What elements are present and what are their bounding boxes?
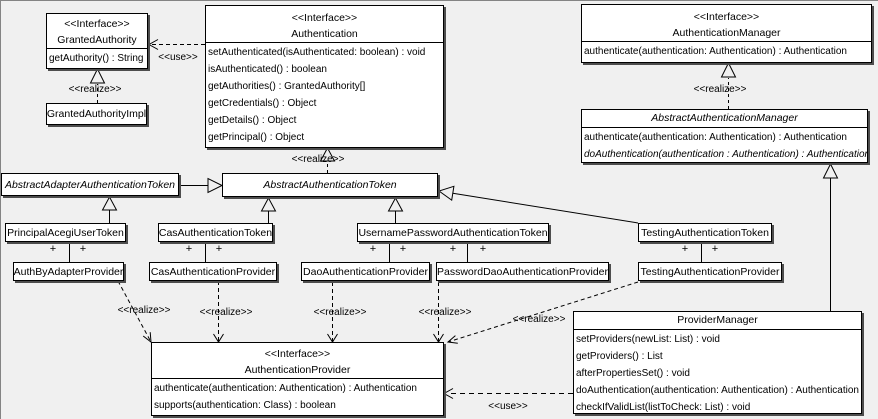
use-connector-providermanager — [442, 388, 573, 399]
class-password-dao-authentication-provider[interactable]: PasswordDaoAuthenticationProvider — [436, 262, 609, 281]
class-authentication[interactable]: <<Interface>> Authentication setAuthenti… — [205, 5, 444, 148]
generalization-principalacegi — [101, 195, 118, 223]
class-name: GrantedAuthorityImpl — [46, 108, 147, 120]
realize-label: <<realize>> — [418, 307, 472, 318]
generalization-castoken — [260, 196, 277, 223]
multiplicity-label: + — [49, 243, 57, 255]
generalization-providermanager — [822, 162, 839, 311]
method: getDetails() : Object — [208, 115, 297, 126]
class-name: Authentication — [291, 28, 358, 40]
multiplicity-label: + — [369, 243, 377, 255]
class-name: TestingAuthenticationToken — [641, 226, 769, 239]
class-name: UsernamePasswordAuthenticationToken — [358, 226, 548, 239]
class-authentication-manager[interactable]: <<Interface>> AuthenticationManager auth… — [581, 4, 872, 63]
method: checkIfValidList(listToCheck: List) : vo… — [576, 402, 751, 413]
class-abstract-authentication-token[interactable]: AbstractAuthenticationToken — [222, 173, 438, 197]
class-username-password-authentication-token[interactable]: UsernamePasswordAuthenticationToken — [357, 223, 549, 242]
multiplicity-label: + — [479, 243, 487, 255]
class-abstract-authentication-manager[interactable]: AbstractAuthenticationManager authentica… — [581, 109, 868, 163]
class-name: AbstractAuthenticationManager — [651, 112, 798, 124]
class-name: AuthByAdapterProvider — [13, 265, 124, 278]
class-granted-authority-impl[interactable]: GrantedAuthorityImpl — [46, 103, 147, 125]
class-authentication-provider[interactable]: <<Interface>> AuthenticationProvider aut… — [151, 342, 444, 416]
class-name: DaoAuthenticationProvider — [303, 265, 428, 278]
method: authenticate(authentication: Authenticat… — [584, 132, 847, 143]
method: getProviders() : List — [576, 351, 663, 362]
stereotype-label: <<Interface>> — [693, 11, 760, 23]
method: getAuthorities() : GrantedAuthority[] — [208, 81, 366, 92]
use-label: <<use>> — [158, 52, 198, 63]
multiplicity-label: + — [711, 243, 719, 255]
class-abstract-adapter-authentication-token[interactable]: AbstractAdapterAuthenticationToken — [1, 173, 179, 196]
realize-label: <<realize>> — [117, 305, 171, 316]
class-testing-authentication-token[interactable]: TestingAuthenticationToken — [638, 223, 772, 242]
class-name: ProviderManager — [677, 314, 758, 326]
multiplicity-label: + — [185, 243, 193, 255]
stereotype-label: <<Interface>> — [264, 348, 331, 360]
class-name: AuthenticationManager — [672, 27, 781, 39]
use-label: <<use>> — [488, 401, 528, 412]
class-name: PasswordDaoAuthenticationProvider — [437, 265, 609, 278]
method: getCredentials() : Object — [208, 98, 317, 109]
association-lines — [69, 242, 702, 262]
realize-label: <<realize>> — [291, 154, 345, 165]
class-name: TestingAuthenticationProvider — [640, 265, 780, 278]
class-dao-authentication-provider[interactable]: DaoAuthenticationProvider — [301, 262, 430, 281]
method: setProviders(newList: List) : void — [576, 334, 720, 345]
class-name: AbstractAdapterAuthenticationToken — [4, 178, 176, 191]
realize-label: <<realize>> — [512, 314, 566, 325]
realize-label: <<realize>> — [68, 84, 122, 95]
realize-label: <<realize>> — [313, 307, 367, 318]
stereotype-label: <<Interface>> — [64, 18, 130, 30]
method: isAuthenticated() : boolean — [208, 64, 327, 75]
method: authenticate(authentication: Authenticat… — [584, 46, 847, 57]
multiplicity-label: + — [79, 243, 87, 255]
multiplicity-label: + — [449, 243, 457, 255]
method: getAuthority() : String — [49, 53, 144, 64]
method: doAuthentication(authentication: Authent… — [576, 385, 859, 396]
class-name: AbstractAuthenticationToken — [263, 179, 397, 191]
realize-label: <<realize>> — [199, 307, 253, 318]
class-principal-acegi-user-token[interactable]: PrincipalAcegiUserToken — [5, 223, 126, 242]
class-auth-by-adapter-provider[interactable]: AuthByAdapterProvider — [13, 262, 124, 281]
class-name: AuthenticationProvider — [244, 364, 351, 376]
generalization-usernamepasswordtoken — [387, 196, 404, 223]
use-connector-authentication-grantedauthority — [147, 39, 205, 50]
method: supports(authentication: Class) : boolea… — [154, 400, 336, 411]
multiplicity-label: + — [215, 243, 223, 255]
generalization-testingtoken — [437, 185, 639, 224]
method: afterPropertiesSet() : void — [576, 368, 690, 379]
class-granted-authority[interactable]: <<Interface>> GrantedAuthority getAuthor… — [46, 13, 148, 69]
generalization-adapter-token — [179, 177, 224, 194]
class-name: CasAuthenticationToken — [158, 226, 273, 239]
class-name: PrincipalAcegiUserToken — [7, 226, 124, 239]
class-cas-authentication-provider[interactable]: CasAuthenticationProvider — [149, 262, 277, 281]
class-name: GrantedAuthority — [57, 34, 137, 46]
multiplicity-label: + — [399, 243, 407, 255]
method: getPrincipal() : Object — [208, 132, 305, 143]
class-testing-authentication-provider[interactable]: TestingAuthenticationProvider — [638, 262, 782, 281]
method: authenticate(authentication: Authenticat… — [154, 383, 417, 394]
class-provider-manager[interactable]: ProviderManager setProviders(newList: Li… — [573, 311, 862, 414]
class-cas-authentication-token[interactable]: CasAuthenticationToken — [158, 223, 273, 242]
method: setAuthenticated(isAuthenticated: boolea… — [208, 47, 426, 58]
realize-label: <<realize>> — [693, 84, 747, 95]
stereotype-label: <<Interface>> — [291, 12, 358, 24]
method: doAuthentication(authentication : Authen… — [584, 149, 868, 160]
class-name: CasAuthenticationProvider — [150, 265, 276, 278]
multiplicity-label: + — [681, 243, 689, 255]
